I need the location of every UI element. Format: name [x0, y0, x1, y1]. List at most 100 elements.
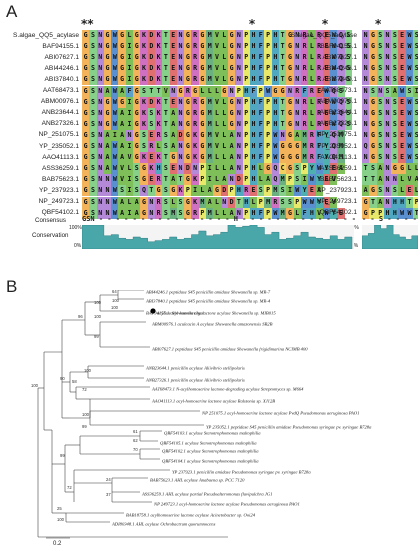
- residue-cell: L: [220, 30, 228, 41]
- residue-cell: E: [398, 63, 406, 75]
- residue-cell: R: [300, 74, 309, 86]
- residue-cell: E: [398, 129, 406, 141]
- residue-cell: I: [413, 85, 418, 97]
- residue-cell: S: [391, 152, 399, 164]
- residue-cell: R: [300, 96, 309, 108]
- residue-cell: G: [103, 52, 112, 64]
- residue-cell: P: [242, 41, 250, 53]
- residue-cell: N: [96, 174, 104, 186]
- residue-cell: W: [322, 85, 331, 97]
- sequence-name: ASS36259.1: [41, 164, 79, 172]
- residue-cell: M: [271, 185, 280, 197]
- residue-cell: N: [96, 96, 104, 108]
- conserved-site-marker: *: [321, 17, 329, 31]
- residue-cell: T: [279, 41, 287, 53]
- residue-cell: K: [140, 41, 148, 53]
- residue-cell: E: [315, 85, 323, 97]
- residue-cell: I: [125, 52, 134, 64]
- taxon-labels: ABI44246.1 peptidase S45 penicillin amid…: [111, 290, 372, 527]
- residue-cell: N: [147, 207, 155, 219]
- residue-cell: E: [169, 163, 177, 175]
- residue-cell: A: [227, 207, 236, 219]
- residue-cell: V: [162, 85, 170, 97]
- residue-cell: N: [176, 52, 185, 64]
- residue-cell: W: [405, 141, 414, 152]
- bootstrap-value: 99: [82, 424, 87, 429]
- residue-cell: G: [184, 141, 192, 152]
- residue-cell: A: [133, 196, 141, 208]
- residue-cell: K: [140, 107, 148, 119]
- residue-cell: N: [96, 163, 104, 175]
- residue-cell: N: [362, 52, 370, 64]
- residue-cell: P: [413, 196, 418, 208]
- residue-cell: S: [376, 96, 384, 108]
- residue-cell: G: [286, 141, 294, 152]
- residue-cell: T: [154, 85, 163, 97]
- residue-cell: R: [315, 30, 323, 41]
- residue-cell: G: [133, 96, 141, 108]
- residue-cell: S: [369, 85, 377, 97]
- residue-cell: V: [213, 52, 221, 64]
- residue-cell: L: [398, 174, 406, 186]
- residue-cell: W: [111, 196, 119, 208]
- residue-cell: G: [286, 118, 294, 130]
- residue-cell: F: [315, 152, 323, 164]
- residue-cell: S: [89, 41, 97, 53]
- residue-cell: P: [242, 63, 250, 75]
- residue-cell: R: [191, 30, 199, 41]
- residue-cell: Y: [322, 152, 331, 164]
- residue-cell: G: [227, 74, 236, 86]
- residue-cell: S: [140, 85, 148, 97]
- residue-cell: S: [293, 174, 301, 186]
- residue-cell: I: [206, 174, 214, 186]
- residue-cell: G: [227, 96, 236, 108]
- residue-cell: G: [198, 141, 207, 152]
- sequence-name: AAO41113.1: [42, 153, 79, 161]
- residue-cell: W: [308, 196, 316, 208]
- residue-cell: A: [337, 163, 345, 175]
- residue-cell: N: [96, 152, 104, 164]
- residue-cell: L: [220, 163, 228, 175]
- residue-cell: K: [140, 63, 148, 75]
- residue-cell: K: [140, 152, 148, 164]
- residue-cell: K: [154, 63, 163, 75]
- residue-cell: G: [82, 41, 90, 53]
- residue-cell: N: [96, 30, 104, 41]
- residue-cell: S: [140, 129, 148, 141]
- residue-cell: G: [198, 30, 207, 41]
- residue-cell: R: [191, 107, 199, 119]
- conservation-histogram-right: [362, 225, 418, 249]
- residue-cell: M: [206, 41, 214, 53]
- residue-cell: W: [405, 129, 414, 141]
- residue-cell: N: [383, 152, 392, 164]
- residue-cell: L: [198, 185, 207, 197]
- residue-cell: H: [308, 207, 316, 219]
- residue-cell: L: [213, 207, 221, 219]
- residue-cell: N: [96, 74, 104, 86]
- conserved-site-marker: *: [248, 17, 256, 31]
- residue-cell: K: [154, 74, 163, 86]
- sequence-name: ABI07627.1: [44, 53, 79, 61]
- residue-cell: Y: [308, 163, 316, 175]
- residue-cell: G: [227, 63, 236, 75]
- residue-cell: G: [82, 196, 90, 208]
- residue-cell: N: [383, 118, 392, 130]
- residue-cell: A: [118, 118, 126, 130]
- residue-cell: H: [271, 107, 280, 119]
- residue-cell: G: [369, 30, 377, 41]
- residue-cell: L: [220, 118, 228, 130]
- conserved-site-marker: **: [81, 17, 94, 31]
- residue-cell: S: [376, 74, 384, 86]
- residue-cell: G: [103, 74, 112, 86]
- residue-cell: E: [169, 74, 177, 86]
